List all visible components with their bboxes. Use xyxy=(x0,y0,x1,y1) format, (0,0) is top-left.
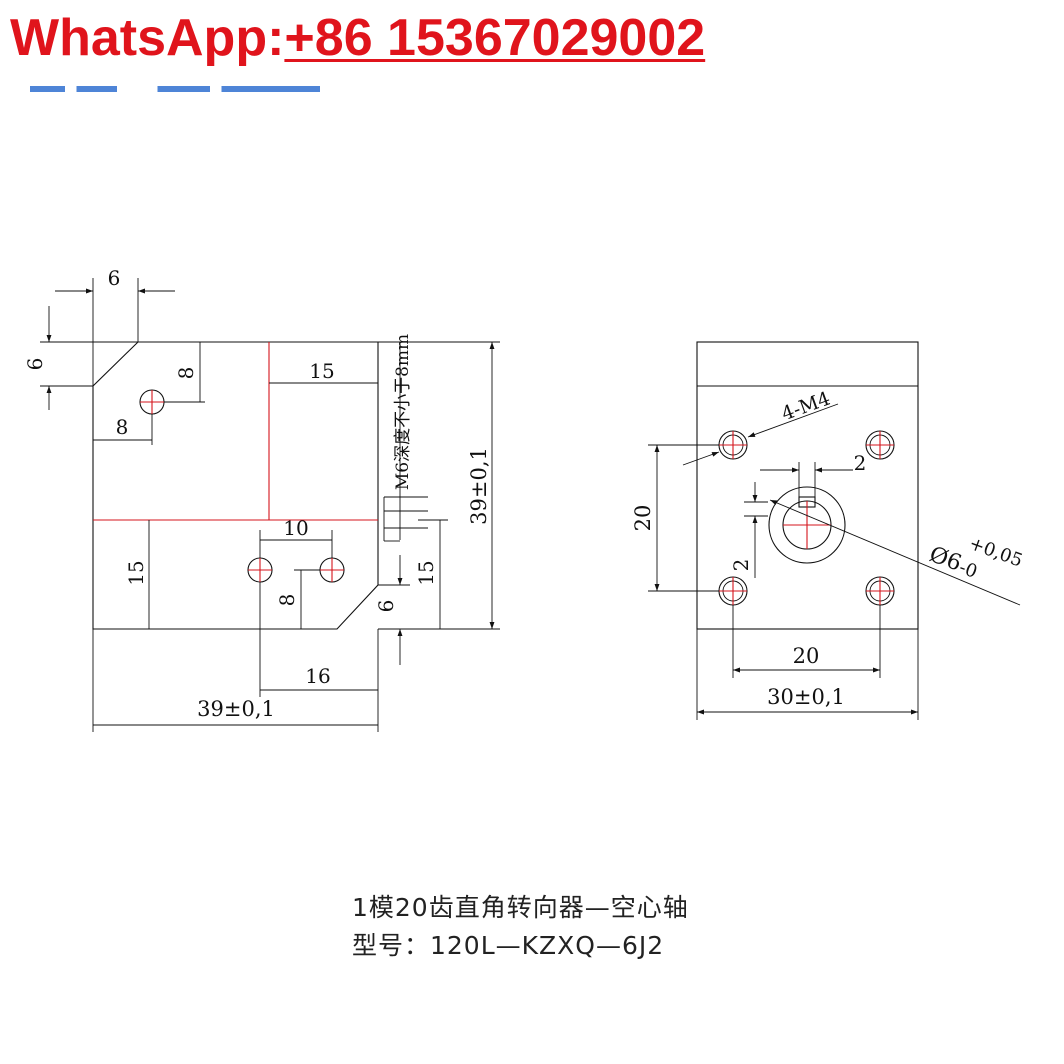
dim-8-horizontal: 8 xyxy=(116,415,129,439)
caption-product-name: 1模20齿直角转向器—空心轴 xyxy=(352,893,689,922)
dim-15-left: 15 xyxy=(124,560,148,585)
right-hole-top-right xyxy=(865,430,895,460)
bore-tol-lower: -0 xyxy=(956,557,980,583)
left-view: 6 6 8 8 15 M6深度不小于8mm 39±0,1 xyxy=(23,266,500,732)
left-hole-bottom-2 xyxy=(319,557,345,583)
caption-model-number: 型号：120L—KZXQ—6J2 xyxy=(352,931,665,960)
banner-label: WhatsApp: xyxy=(10,9,285,67)
dim-20-vertical: 20 xyxy=(631,505,655,532)
dim-2-left: 2 xyxy=(729,559,753,572)
right-body-outline xyxy=(696,341,919,630)
dim-30-horizontal: 30±0,1 xyxy=(767,685,845,709)
dim-6-right: 6 xyxy=(374,600,398,613)
whatsapp-banner: WhatsApp:+86 15367029002 xyxy=(10,8,705,68)
dim-20-horizontal: 20 xyxy=(793,644,820,668)
dim-39-vertical: 39±0,1 xyxy=(467,447,491,525)
dim-top-6: 6 xyxy=(108,266,121,290)
dim-10: 10 xyxy=(283,516,308,540)
dim-2-top: 2 xyxy=(854,451,867,475)
dim-15-right: 15 xyxy=(414,560,438,585)
banner-phone-number: +86 15367029002 xyxy=(284,9,706,67)
left-hole-bottom-1 xyxy=(247,557,273,583)
partial-blue-text-strip xyxy=(30,86,320,92)
right-hole-bottom-right xyxy=(865,576,895,606)
dim-39-horizontal: 39±0,1 xyxy=(197,697,275,721)
dim-15-top: 15 xyxy=(309,359,334,383)
right-hole-bottom-left xyxy=(718,576,748,606)
dim-8-bottom: 8 xyxy=(275,594,299,607)
thread-note: M6深度不小于8mm xyxy=(393,334,413,490)
dim-left-6: 6 xyxy=(23,358,47,371)
dim-16: 16 xyxy=(305,664,330,688)
right-view: 4-M4 2 20 Ø6 +0,05 -0 2 20 xyxy=(631,341,1025,720)
dim-8-vertical: 8 xyxy=(174,367,198,380)
hole-callout: 4-M4 xyxy=(779,387,834,425)
central-hollow-shaft xyxy=(768,486,846,564)
right-hole-top-left xyxy=(718,430,748,460)
left-hole-top xyxy=(139,389,165,415)
